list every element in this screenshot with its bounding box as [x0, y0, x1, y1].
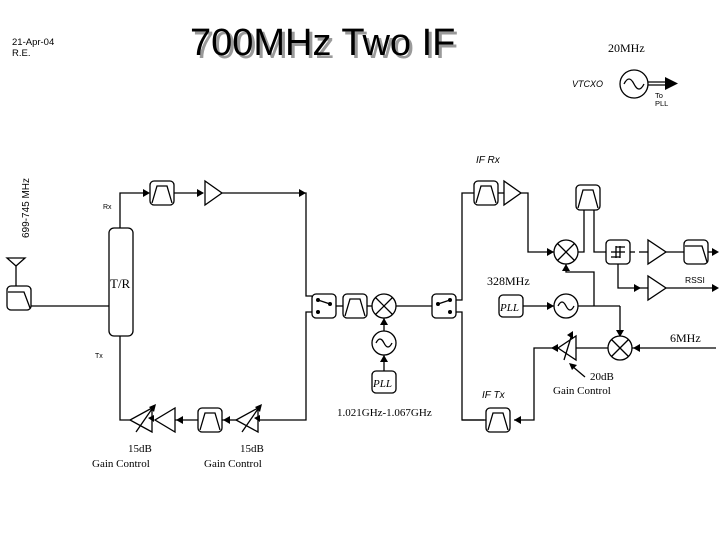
- rx-lna-amplifier-icon: [204, 179, 224, 207]
- date-label: 21-Apr-04: [12, 37, 54, 48]
- if-rx-label: IF Rx: [476, 155, 501, 166]
- rx-label: Rx: [103, 204, 112, 211]
- arrow-icon: [547, 248, 554, 256]
- to-pll-label-1: To: [655, 91, 663, 100]
- tx-variable-amp-1-icon: [128, 404, 156, 434]
- tx-bandpass-filter-icon: [197, 407, 223, 433]
- tx-input-frequency-label: 6MHz: [670, 331, 701, 345]
- rx-bandpass-filter-icon: [149, 180, 175, 206]
- vtcxo-oscillator-icon: [619, 69, 649, 99]
- arrow-icon: [223, 416, 230, 424]
- if-rx-amplifier-icon: [503, 179, 523, 207]
- if-rx-filter-icon: [473, 180, 499, 206]
- arrow-icon: [299, 189, 306, 197]
- if-tr-switch-icon: [431, 293, 457, 319]
- arrow-icon: [633, 344, 640, 352]
- preselector-filter-icon: [6, 285, 32, 311]
- tx-wire-1: [119, 336, 130, 421]
- ref-frequency-label: 20MHz: [608, 41, 645, 55]
- arrow-icon: [562, 264, 570, 271]
- tx-driver-amplifier-icon: [153, 406, 176, 434]
- arrow-icon: [547, 302, 554, 310]
- arrow-icon: [380, 318, 388, 325]
- wire: [578, 210, 585, 253]
- second-lo-pll-label: PLL: [499, 302, 519, 314]
- to-pll-arrow-icon: [648, 77, 678, 90]
- second-lo-vco-icon: [553, 293, 579, 319]
- first-lo-pll-block: [371, 370, 397, 394]
- author-label: R.E.: [12, 48, 30, 59]
- vtcxo-label: VTCXO: [572, 79, 603, 89]
- to-pll-label-2: PLL: [655, 99, 668, 108]
- if-rx-to-mixer-wire: [521, 192, 554, 253]
- rssi-amplifier-icon: [647, 274, 668, 302]
- rf-tr-switch-icon: [311, 293, 337, 319]
- if-tx-wire-2: [514, 347, 558, 421]
- duplexer-label: T/R: [110, 276, 131, 291]
- arrow-icon: [551, 344, 558, 352]
- tx-gain-2-value: 15dB: [240, 443, 264, 455]
- tx-gain-1-value: 15dB: [128, 443, 152, 455]
- antenna-icon: [5, 257, 27, 286]
- first-mixer-icon: [371, 293, 397, 319]
- lowpass-filter-icon: [683, 239, 709, 265]
- tx-label: Tx: [95, 353, 103, 360]
- second-mixer-icon: [553, 239, 579, 265]
- if-tx-label: IF Tx: [482, 390, 506, 401]
- page-title: 700MHz Two IF: [190, 22, 455, 64]
- arrow-icon: [176, 416, 183, 424]
- tx-if-gain-value: 20dB: [590, 371, 614, 383]
- rx-wire-1: [119, 192, 148, 228]
- band-label: 699-745 MHz: [21, 178, 32, 238]
- duplexer-block: [108, 227, 134, 337]
- tx-variable-amp-2-icon: [234, 404, 262, 434]
- if-amplifier-icon: [647, 238, 668, 266]
- rssi-label: RSSI: [685, 275, 705, 285]
- rx-wire-3: [222, 192, 312, 297]
- if-rx-wire: [456, 192, 474, 301]
- first-lo-vco-icon: [371, 330, 397, 356]
- rssi-arrow-icon: [712, 284, 719, 292]
- first-if-filter-icon: [342, 293, 368, 319]
- arrow-icon: [197, 189, 204, 197]
- arrow-icon: [380, 355, 388, 362]
- gain-control-pointer-icon: [569, 363, 586, 378]
- tx-if-gain-label: Gain Control: [553, 385, 611, 397]
- arrow-icon: [616, 330, 624, 337]
- output-arrow-icon: [712, 248, 719, 256]
- arrow-icon: [143, 189, 150, 197]
- second-lo-frequency-label: 328MHz: [487, 274, 530, 288]
- page-title-shadow: 700MHz Two IF: [193, 25, 458, 67]
- if-tx-variable-amp-icon: [556, 331, 577, 362]
- wire: [593, 210, 606, 253]
- if-tx-filter-icon: [485, 407, 511, 433]
- second-if-filter-icon: [575, 184, 601, 211]
- first-lo-range-label: 1.021GHz-1.067GHz: [337, 407, 432, 419]
- crystal-filter-icon: [605, 239, 631, 265]
- rssi-wire: [617, 264, 648, 289]
- tx-mixer-icon: [607, 335, 633, 361]
- arrow-icon: [514, 416, 521, 424]
- tx-gain-2-label: Gain Control: [204, 458, 262, 470]
- if-tx-wire: [456, 311, 484, 421]
- first-lo-pll-label: PLL: [372, 378, 392, 390]
- tx-gain-1-label: Gain Control: [92, 458, 150, 470]
- arrow-icon: [634, 284, 641, 292]
- tx-wire-4: [258, 311, 312, 421]
- page-title-group: 700MHz Two IF 700MHz Two IF: [190, 22, 458, 67]
